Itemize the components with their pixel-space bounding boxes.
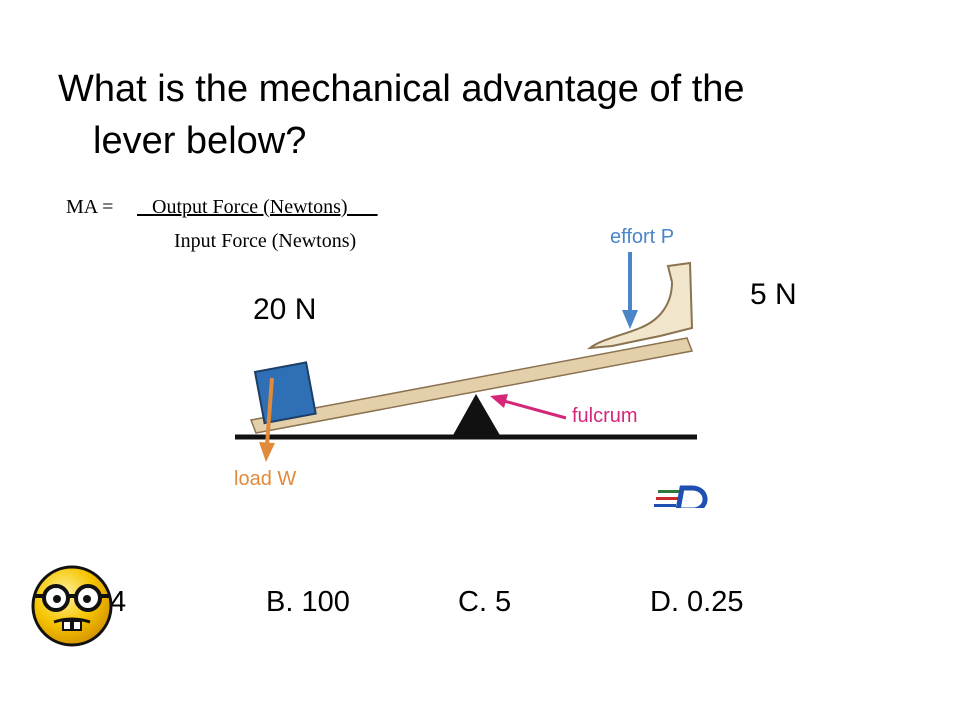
answer-a[interactable]: 4 bbox=[110, 586, 127, 618]
load-arrow-head bbox=[259, 442, 275, 462]
fulcrum-triangle bbox=[452, 394, 501, 437]
fulcrum-label: fulcrum bbox=[572, 405, 638, 427]
answer-b[interactable]: B. 100 bbox=[266, 586, 350, 618]
nerd-smiley-icon bbox=[31, 565, 113, 647]
formula-numerator: Output Force (Newtons)___ bbox=[137, 196, 378, 218]
question-line-1: What is the mechanical advantage of the bbox=[58, 68, 745, 110]
effort-arrow-head bbox=[622, 310, 638, 329]
ed-logo-icon bbox=[654, 485, 708, 508]
fulcrum-arrow-shaft bbox=[503, 399, 567, 420]
lever-diagram: load W effort P fulcrum bbox=[234, 226, 708, 508]
question-line-2: lever below? bbox=[93, 120, 307, 162]
load-force-label: 20 N bbox=[253, 293, 317, 326]
effort-label: effort P bbox=[610, 226, 674, 248]
effort-force-label: 5 N bbox=[750, 278, 797, 311]
fulcrum-arrow-head bbox=[490, 394, 508, 408]
load-arrow-shaft bbox=[265, 377, 274, 446]
formula-prefix: MA = bbox=[66, 196, 119, 218]
lever-board bbox=[249, 337, 694, 434]
hand-shape bbox=[586, 261, 694, 350]
formula-denominator: Input Force (Newtons) bbox=[174, 230, 357, 252]
answer-d[interactable]: D. 0.25 bbox=[650, 586, 744, 618]
load-box bbox=[253, 361, 317, 425]
load-label: load W bbox=[234, 468, 296, 490]
answer-c[interactable]: C. 5 bbox=[458, 586, 512, 618]
